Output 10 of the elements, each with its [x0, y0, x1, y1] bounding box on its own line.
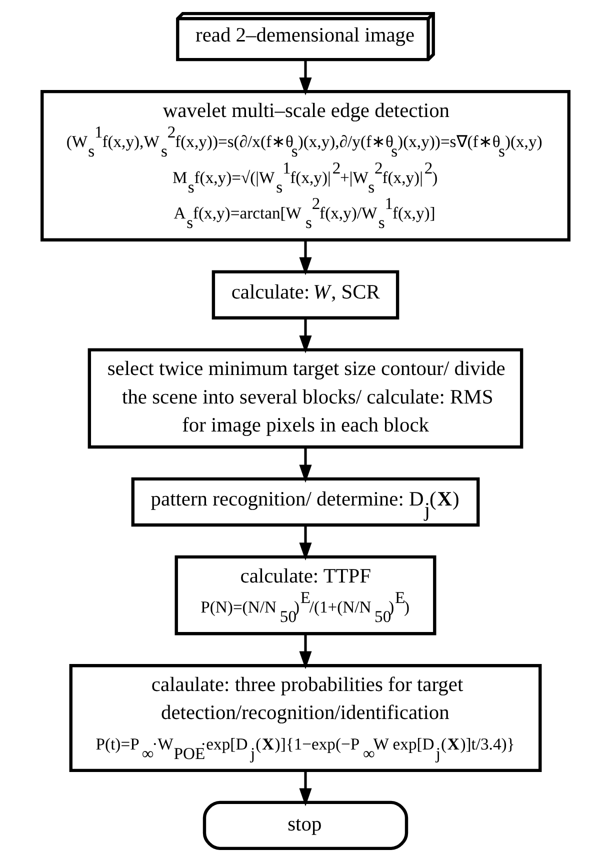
- arrow: [299, 240, 312, 276]
- arrow: [299, 60, 312, 96]
- arrow: [299, 634, 312, 670]
- arrow: [299, 525, 312, 561]
- node-box: stop: [202, 800, 408, 850]
- arrow: [299, 447, 312, 483]
- arrow: [299, 318, 312, 354]
- node-box: calculate: W, SCR: [212, 270, 400, 320]
- node-box: select twice minimum target size contour/ divide the scene into several blocks/ calculate: RMS for image pixels in each block: [88, 348, 524, 449]
- arrow: [299, 770, 312, 806]
